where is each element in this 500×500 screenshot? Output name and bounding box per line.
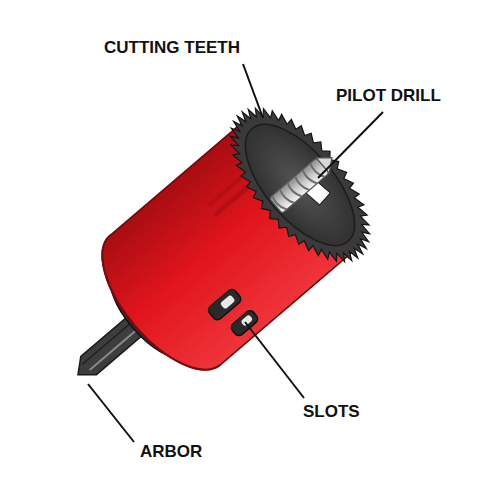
hole-saw [17,85,394,446]
slot-opening [220,294,236,309]
drill-flute [286,181,302,199]
leader-line [243,64,263,118]
cup-interior [226,107,374,264]
drill-flute [294,175,310,193]
leader-line [245,322,304,398]
teeth-ring [205,85,394,285]
part-label: PILOT DRILL [336,86,441,106]
slot [206,287,242,321]
body-base-edge [80,235,221,390]
drill-flute [301,168,317,186]
drill-flute [309,162,325,180]
drill-flute [279,188,295,206]
leader-line [318,112,383,178]
leader-lines [88,64,383,442]
cutting-teeth [205,85,394,285]
pilot-drill [269,150,338,213]
part-label: ARBOR [140,442,202,462]
slot [229,309,259,338]
drill-flute [271,194,287,212]
part-label: CUTTING TEETH [104,38,240,58]
part-label: SLOTS [303,402,360,422]
leader-line [88,384,134,442]
cup-body [80,120,355,390]
